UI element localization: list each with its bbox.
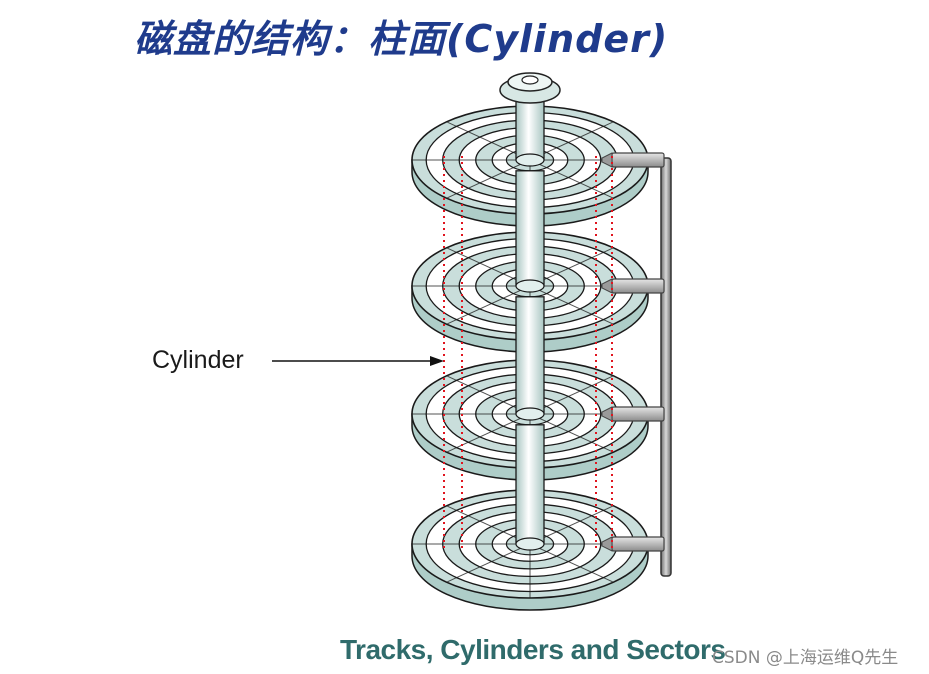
slide-title: 磁盘的结构：柱面(Cylinder) bbox=[134, 17, 669, 61]
actuator-bar bbox=[660, 157, 672, 577]
spindle-segment bbox=[515, 95, 545, 161]
platter bbox=[411, 95, 665, 227]
platter-stack bbox=[411, 95, 665, 611]
cylinder-pointer-arrow bbox=[272, 356, 444, 366]
read-write-arm bbox=[611, 152, 665, 168]
spindle-segment bbox=[515, 170, 545, 287]
read-write-arm bbox=[611, 536, 665, 552]
cylinder-label: Cylinder bbox=[152, 346, 244, 374]
platter bbox=[411, 296, 665, 481]
spindle-segment bbox=[515, 296, 545, 415]
read-write-arm bbox=[611, 278, 665, 294]
diagram-caption: Tracks, Cylinders and Sectors bbox=[340, 634, 726, 665]
read-write-arm bbox=[611, 406, 665, 422]
platter bbox=[411, 424, 665, 611]
read-write-head bbox=[601, 406, 613, 422]
spindle-cap bbox=[499, 72, 561, 104]
platter bbox=[411, 170, 665, 353]
watermark: CSDN @上海运维Q先生 bbox=[712, 648, 899, 668]
spindle-segment bbox=[515, 424, 545, 545]
